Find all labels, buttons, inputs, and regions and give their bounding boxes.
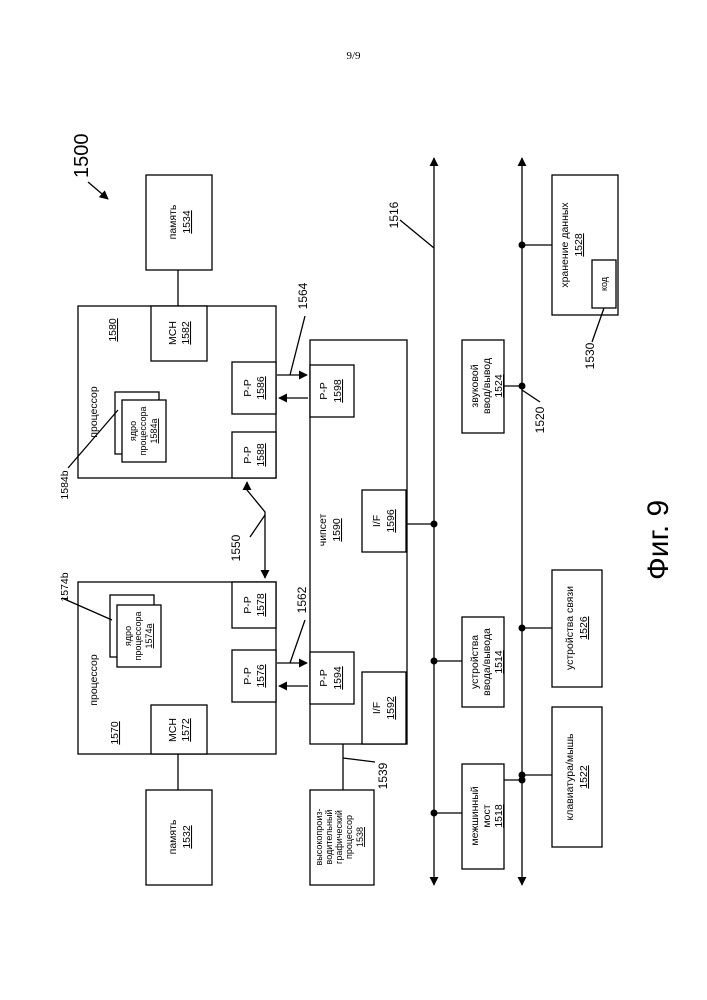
gpu-l1: высокопроиз- xyxy=(314,809,324,866)
audio-l1: звуковой xyxy=(469,364,481,407)
if-1592-id: 1592 xyxy=(385,696,397,720)
chipset-id: 1590 xyxy=(331,518,343,542)
bridge-id: 1518 xyxy=(493,804,505,828)
leader-1539 xyxy=(343,758,375,762)
code-label: код xyxy=(599,276,609,291)
label-1550: 1550 xyxy=(229,534,243,561)
leader-1520 xyxy=(522,390,540,402)
system-reference xyxy=(88,182,108,199)
label-1516: 1516 xyxy=(387,201,401,228)
label-1530: 1530 xyxy=(583,342,597,369)
memory-1534-id: 1534 xyxy=(181,210,193,234)
label-1574b: 1574b xyxy=(59,572,71,601)
comm-1526-box xyxy=(552,570,602,687)
core-1584a-l2: процессора xyxy=(138,406,148,455)
label-1564: 1564 xyxy=(296,282,310,309)
core-1574a-l2: процессора xyxy=(133,611,143,660)
pp-1598-id: 1598 xyxy=(332,379,344,403)
core-1574a-l1: ядро xyxy=(123,626,133,646)
mch-1572-label: MCH xyxy=(167,718,179,742)
kbd-id: 1522 xyxy=(578,765,590,789)
comm-id: 1526 xyxy=(578,616,590,640)
audio-l2: ввод/вывод xyxy=(481,358,493,414)
figure-caption: Фиг. 9 xyxy=(642,500,675,580)
io-id: 1514 xyxy=(493,650,505,674)
comm-l1: устройства связи xyxy=(564,586,576,670)
label-1520: 1520 xyxy=(533,406,547,433)
processor-1570-id: 1570 xyxy=(109,721,121,745)
gpu-l4: процессор xyxy=(344,815,354,859)
pp-1576-box xyxy=(232,650,276,702)
processor-1580-title: процессор xyxy=(88,386,100,438)
io-l2: ввода/вывода xyxy=(481,628,493,696)
bridge-l2: мост xyxy=(481,804,493,827)
pp-1586-id: 1586 xyxy=(255,376,267,400)
if-1596-box xyxy=(362,490,406,552)
pp-1594-id: 1594 xyxy=(332,666,344,690)
if-1596-label: I/F xyxy=(371,515,383,527)
pp-link-1564 xyxy=(277,316,308,398)
memory-1534-label: память xyxy=(167,204,179,239)
label-1562: 1562 xyxy=(295,586,309,613)
memory-1532-box xyxy=(146,790,212,885)
pp-1576-id: 1576 xyxy=(255,664,267,688)
gpu-l3: графический xyxy=(334,810,344,864)
bridge-l1: межшинный xyxy=(469,786,481,845)
io-l1: устройства xyxy=(469,635,481,689)
mch-1572-box xyxy=(151,705,207,754)
if-1592-label: I/F xyxy=(371,702,383,714)
label-1500: 1500 xyxy=(71,134,93,179)
core-1574a-id: 1574a xyxy=(144,623,154,648)
kbd-l1: клавиатура/мышь xyxy=(564,733,576,821)
mch-1582-label: MCH xyxy=(167,321,179,345)
pp-1578-label: P-P xyxy=(242,596,254,614)
if-1592-box xyxy=(362,672,406,744)
memory-1534-box xyxy=(146,175,212,270)
pp-1598-label: P-P xyxy=(318,382,330,400)
gpu-id: 1538 xyxy=(355,827,365,847)
pp-1586-box xyxy=(232,362,276,414)
mch-1582-box xyxy=(151,306,207,361)
memory-1532-label: память xyxy=(167,819,179,854)
if-1596-id: 1596 xyxy=(385,509,397,533)
processor-1580-id: 1580 xyxy=(107,318,119,342)
storage-id: 1528 xyxy=(573,233,585,257)
chipset-label: чипсет xyxy=(317,514,329,547)
storage-l1: хранение данных xyxy=(559,202,571,288)
pp-1576-label: P-P xyxy=(242,667,254,685)
kbd-1522-box xyxy=(552,707,602,847)
leader-1516 xyxy=(400,220,434,248)
pp-1588-id: 1588 xyxy=(255,443,267,467)
gpu-l2: водительный xyxy=(324,810,334,865)
pp-1588-box xyxy=(232,432,276,478)
pp-1578-box xyxy=(232,582,276,628)
mch-1582-id: 1582 xyxy=(180,321,192,345)
memory-1532-id: 1532 xyxy=(181,825,193,849)
label-1539: 1539 xyxy=(376,762,390,789)
mch-1572-id: 1572 xyxy=(180,718,192,742)
core-1584a-l1: ядро xyxy=(128,421,138,441)
pp-link-1562 xyxy=(277,620,308,686)
pp-1594-label: P-P xyxy=(318,669,330,687)
processor-1570-title: процессор xyxy=(88,654,100,706)
pp-1588-label: P-P xyxy=(242,446,254,464)
pp-link-1550 xyxy=(247,482,265,578)
pp-1578-id: 1578 xyxy=(255,593,267,617)
label-1584b: 1584b xyxy=(59,470,71,499)
audio-id: 1524 xyxy=(493,374,505,398)
pp-1586-label: P-P xyxy=(242,379,254,397)
core-1584a-id: 1584a xyxy=(149,418,159,443)
